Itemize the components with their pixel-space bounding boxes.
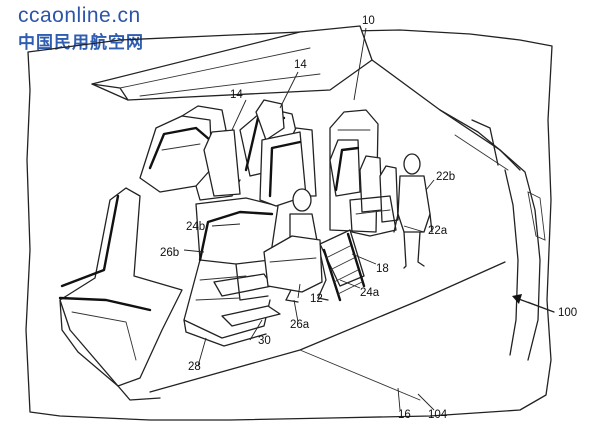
ref-100: 100	[558, 307, 577, 319]
ref-26b: 26b	[160, 247, 179, 259]
ref-26a: 26a	[290, 319, 310, 331]
ref-24b: 24b	[186, 221, 205, 233]
front-lower-seat	[60, 188, 182, 400]
ref-12: 12	[310, 293, 323, 305]
ref-16: 16	[398, 409, 411, 421]
ref-104: 104	[428, 409, 448, 421]
stairs	[320, 230, 364, 300]
ref-22a: 22a	[428, 225, 448, 237]
ref-14-left: 14	[230, 89, 243, 101]
ref-10: 10	[362, 15, 375, 27]
floor	[150, 262, 505, 400]
ref-18: 18	[376, 263, 389, 275]
standing-person	[394, 154, 432, 268]
ref-30: 30	[258, 335, 271, 347]
ref-14-center: 14	[294, 59, 307, 71]
step-30	[222, 306, 280, 326]
ref-24a: 24a	[360, 287, 380, 299]
ref-28: 28	[188, 361, 201, 373]
ref-22b: 22b	[436, 171, 455, 183]
